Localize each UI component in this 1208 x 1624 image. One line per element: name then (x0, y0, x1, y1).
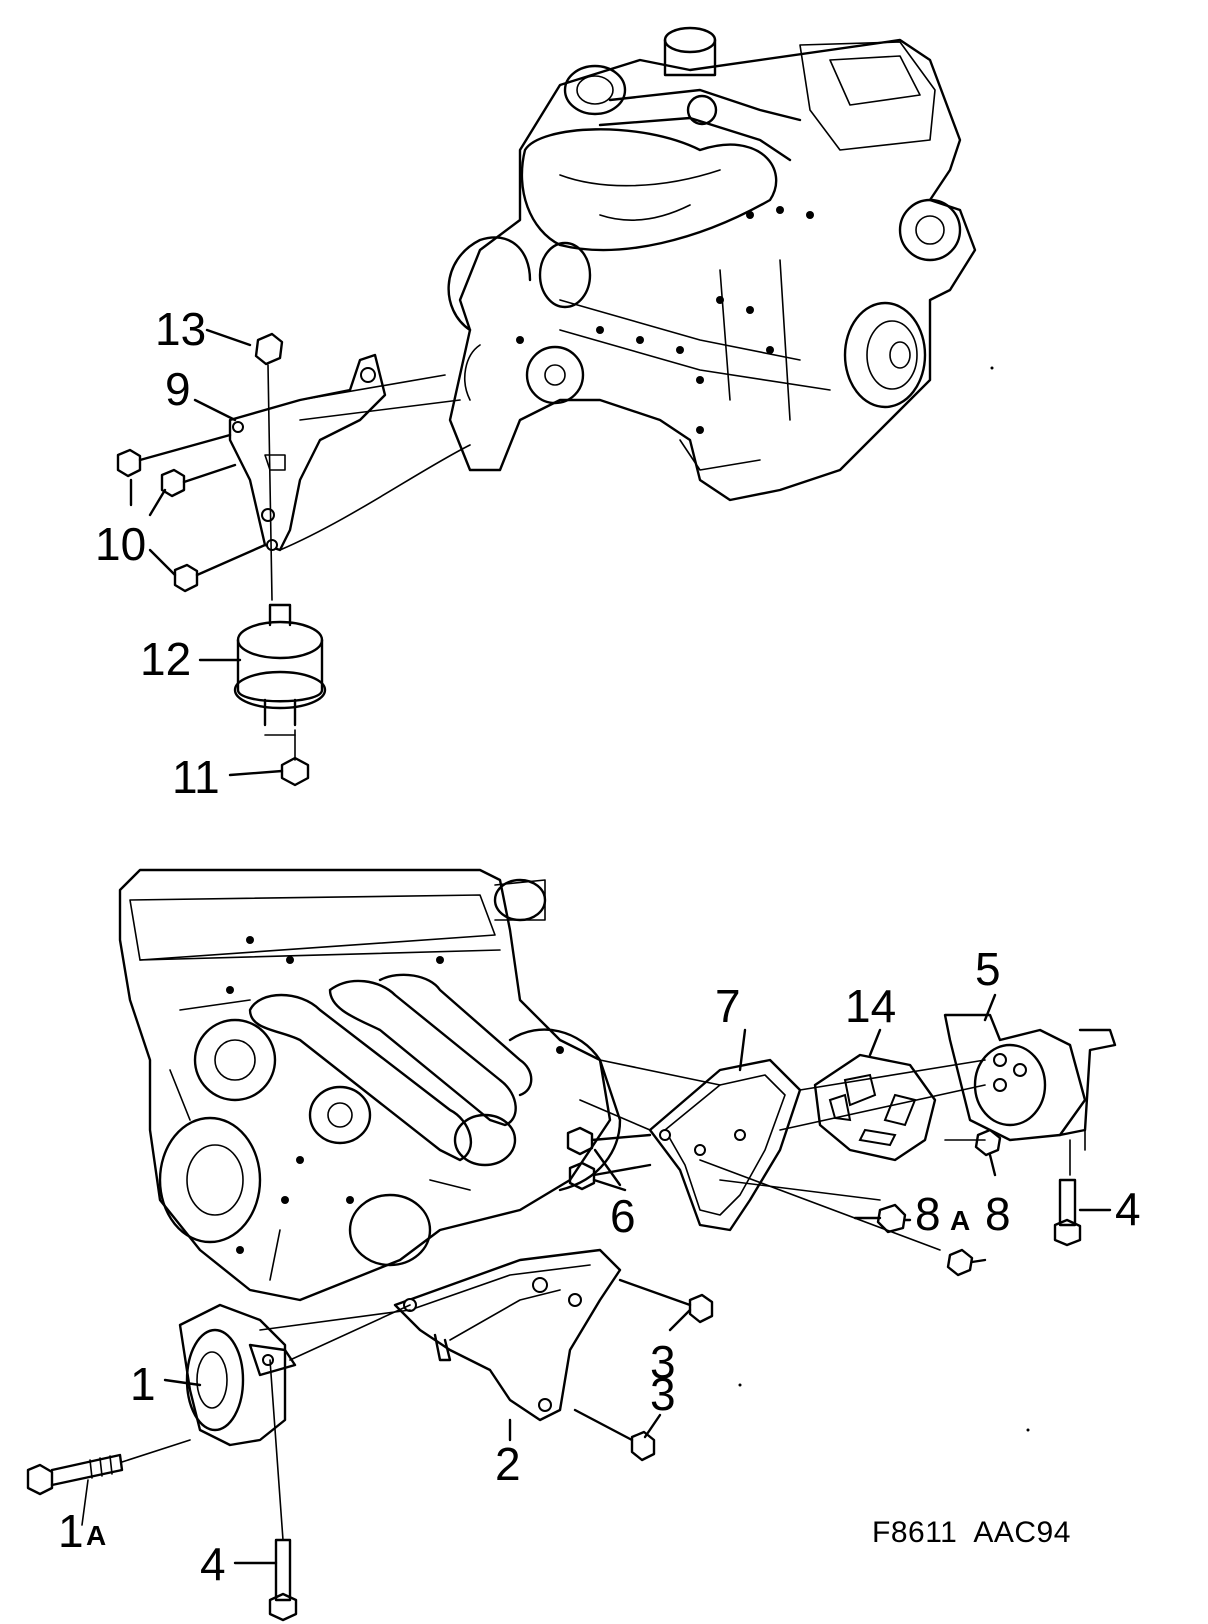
plate-14 (813, 1053, 937, 1162)
callout-3-lower: 3 (650, 1368, 676, 1420)
lower-mount-parts (26, 1013, 1117, 1622)
engine-mount-12 (233, 603, 327, 727)
callout-12: 12 (140, 633, 191, 685)
callout-1: 1 (130, 1358, 156, 1410)
lower-engine-illustration (118, 868, 622, 1302)
callout-10: 10 (95, 518, 146, 570)
callout-7: 7 (715, 980, 741, 1032)
bolts-10 (116, 433, 267, 593)
engine-bracket-9 (228, 353, 387, 552)
callout-leader-lines (129, 328, 1112, 1565)
callout-8a-suffix: A (950, 1205, 970, 1236)
callout-13: 13 (155, 303, 206, 355)
callout-11: 11 (172, 751, 220, 803)
callout-5: 5 (975, 943, 1001, 995)
callout-6: 6 (610, 1190, 636, 1242)
callout-14: 14 (845, 980, 896, 1032)
callout-2: 2 (495, 1438, 521, 1490)
upper-mount-parts (116, 332, 471, 787)
callout-4-right: 4 (1115, 1183, 1141, 1235)
mount-5 (943, 1013, 1087, 1142)
callout-8: 8 (985, 1188, 1011, 1240)
callout-3-upper: 3 (650, 1336, 676, 1388)
callout-9: 9 (165, 363, 191, 415)
figure-code: F8611 AAC94 (872, 1516, 1071, 1549)
callout-8a: 8 (915, 1188, 941, 1240)
callout-1a: 1 (58, 1505, 84, 1557)
bracket-7 (648, 1058, 802, 1232)
callout-1a-suffix: A (86, 1520, 106, 1551)
upper-engine-illustration (447, 26, 977, 502)
callout-4-bottom: 4 (200, 1538, 226, 1590)
callout-labels: 13 9 10 12 11 5 14 7 6 4 8 A 8 3 3 1 2 1… (58, 303, 1141, 1590)
nut-11 (280, 756, 310, 787)
bracket-2 (393, 1248, 622, 1422)
mount-1 (178, 1303, 287, 1447)
nut-13 (254, 332, 284, 366)
